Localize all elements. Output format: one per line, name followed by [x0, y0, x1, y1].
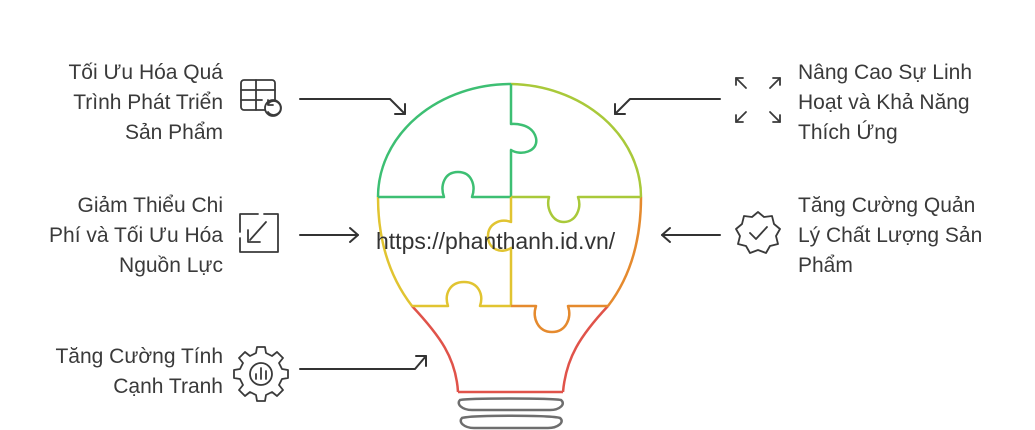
bulb-arc-top-right [510, 82, 643, 198]
bulb-arc-mid-left [376, 196, 413, 307]
puzzle-line-lower-left [412, 280, 511, 308]
minimize-arrow-icon [239, 213, 279, 253]
puzzle-line-lower-right [511, 304, 608, 334]
bulb-arc-mid-right [607, 196, 643, 307]
label-reduce-cost-optimize-resources: Giảm Thiểu Chi Phí và Tối Ưu Hóa Nguồn L… [49, 194, 223, 277]
badge-check-icon [735, 211, 781, 254]
arrow-top-right [614, 98, 721, 115]
arrow-top-left [299, 98, 406, 115]
bulb-neck-left [411, 305, 460, 393]
arrow-bottom-left [299, 355, 427, 370]
puzzle-line-vertical-mid [486, 197, 513, 306]
label-enhance-quality-management: Tăng Cường Quản Lý Chất Lượng Sản Phẩm [798, 194, 983, 277]
puzzle-line-horizontal-right [511, 195, 641, 224]
bulb-neck-right [561, 305, 609, 393]
label-optimize-product-development: Tối Ưu Hóa Quá Trình Phát Triển Sản Phẩm [68, 61, 223, 144]
label-improve-flexibility-adaptability: Nâng Cao Sự Linh Hoạt và Khả Năng Thích … [798, 61, 972, 144]
expand-arrows-icon [735, 77, 781, 123]
watermark-url: https://phanthanh.id.vn/ [376, 228, 616, 254]
bulb-arc-top-left [376, 82, 512, 198]
puzzle-line-horizontal-left [378, 170, 511, 199]
bulb-base [457, 397, 565, 430]
arrows [299, 98, 721, 370]
label-increase-competitiveness: Tăng Cường Tính Cạnh Tranh [55, 345, 223, 398]
lightbulb [376, 82, 643, 394]
table-refresh-icon [240, 79, 282, 117]
puzzle-line-vertical-top [509, 84, 538, 197]
gear-chart-icon [233, 346, 289, 402]
